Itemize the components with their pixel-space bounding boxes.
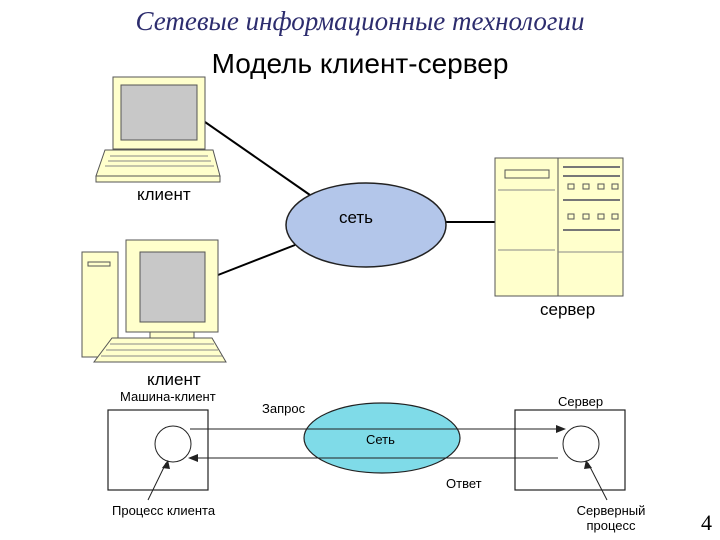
server-label: сервер (540, 300, 596, 319)
link-desktop-network (217, 244, 296, 276)
slide-subtitle: Модель клиент-сервер (211, 48, 509, 79)
client-top-label: клиент (137, 185, 191, 204)
server-process-circle (562, 425, 600, 463)
client-process-pointer (147, 462, 167, 501)
server-icon (494, 157, 624, 297)
client-process-circle (154, 425, 192, 463)
server-process-label: Серверный процесс (576, 503, 646, 533)
network-label: сеть (339, 208, 374, 227)
page-number: 4 (701, 510, 712, 535)
network-oval (303, 402, 461, 474)
client-machine-label: Машина-клиент (120, 389, 216, 404)
laptop-client-icon (95, 76, 221, 183)
network-oval-label: Сеть (366, 432, 395, 447)
client-bottom-label: клиент (147, 370, 201, 389)
server-process-pointer (587, 462, 608, 501)
link-laptop-network (204, 121, 311, 196)
desktop-client-icon (81, 239, 227, 363)
network-cloud (285, 182, 447, 268)
request-label: Запрос (262, 401, 306, 416)
client-process-label: Процесс клиента (112, 503, 216, 518)
slide-title: Сетевые информационные технологии (135, 6, 585, 36)
server-machine-label: Сервер (558, 394, 604, 409)
response-label: Ответ (446, 476, 482, 491)
